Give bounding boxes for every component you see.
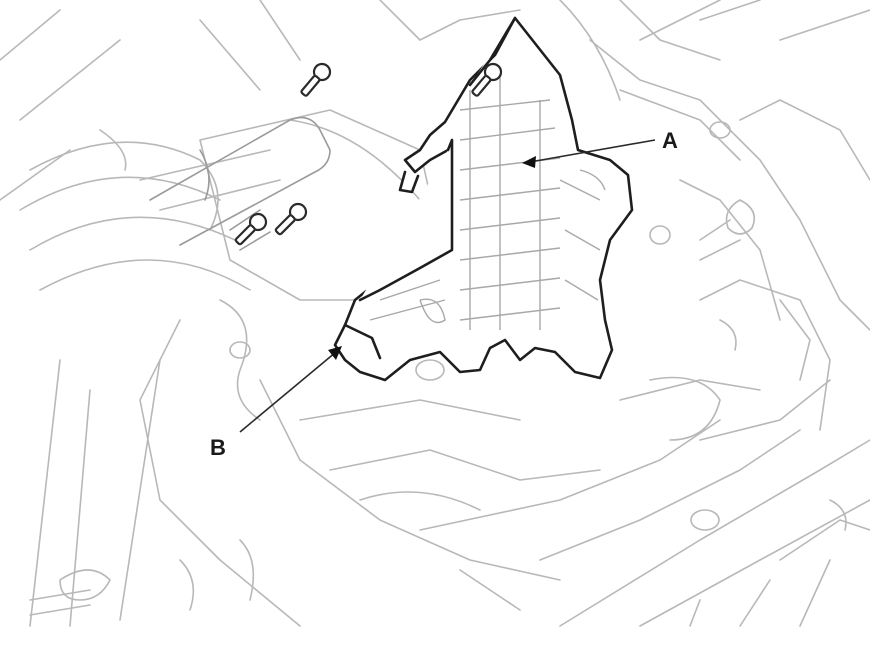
context-tube-lines: [149, 116, 331, 251]
bolt-3: [234, 212, 268, 246]
callout-a-label: A: [662, 128, 678, 153]
callout-b: B: [210, 346, 342, 460]
valve-body-component: [333, 16, 634, 382]
bolt-4: [274, 202, 308, 236]
callout-a-leader: [529, 139, 656, 163]
callout-b-leader: [239, 351, 337, 433]
bolt-1: [300, 62, 332, 97]
arrowhead-icon: [522, 156, 536, 168]
callout-b-label: B: [210, 435, 226, 460]
callout-a: A: [522, 128, 678, 168]
arrowhead-icon: [328, 346, 342, 360]
context-housing-lines: [0, 0, 870, 627]
bolt-2: [471, 62, 503, 97]
